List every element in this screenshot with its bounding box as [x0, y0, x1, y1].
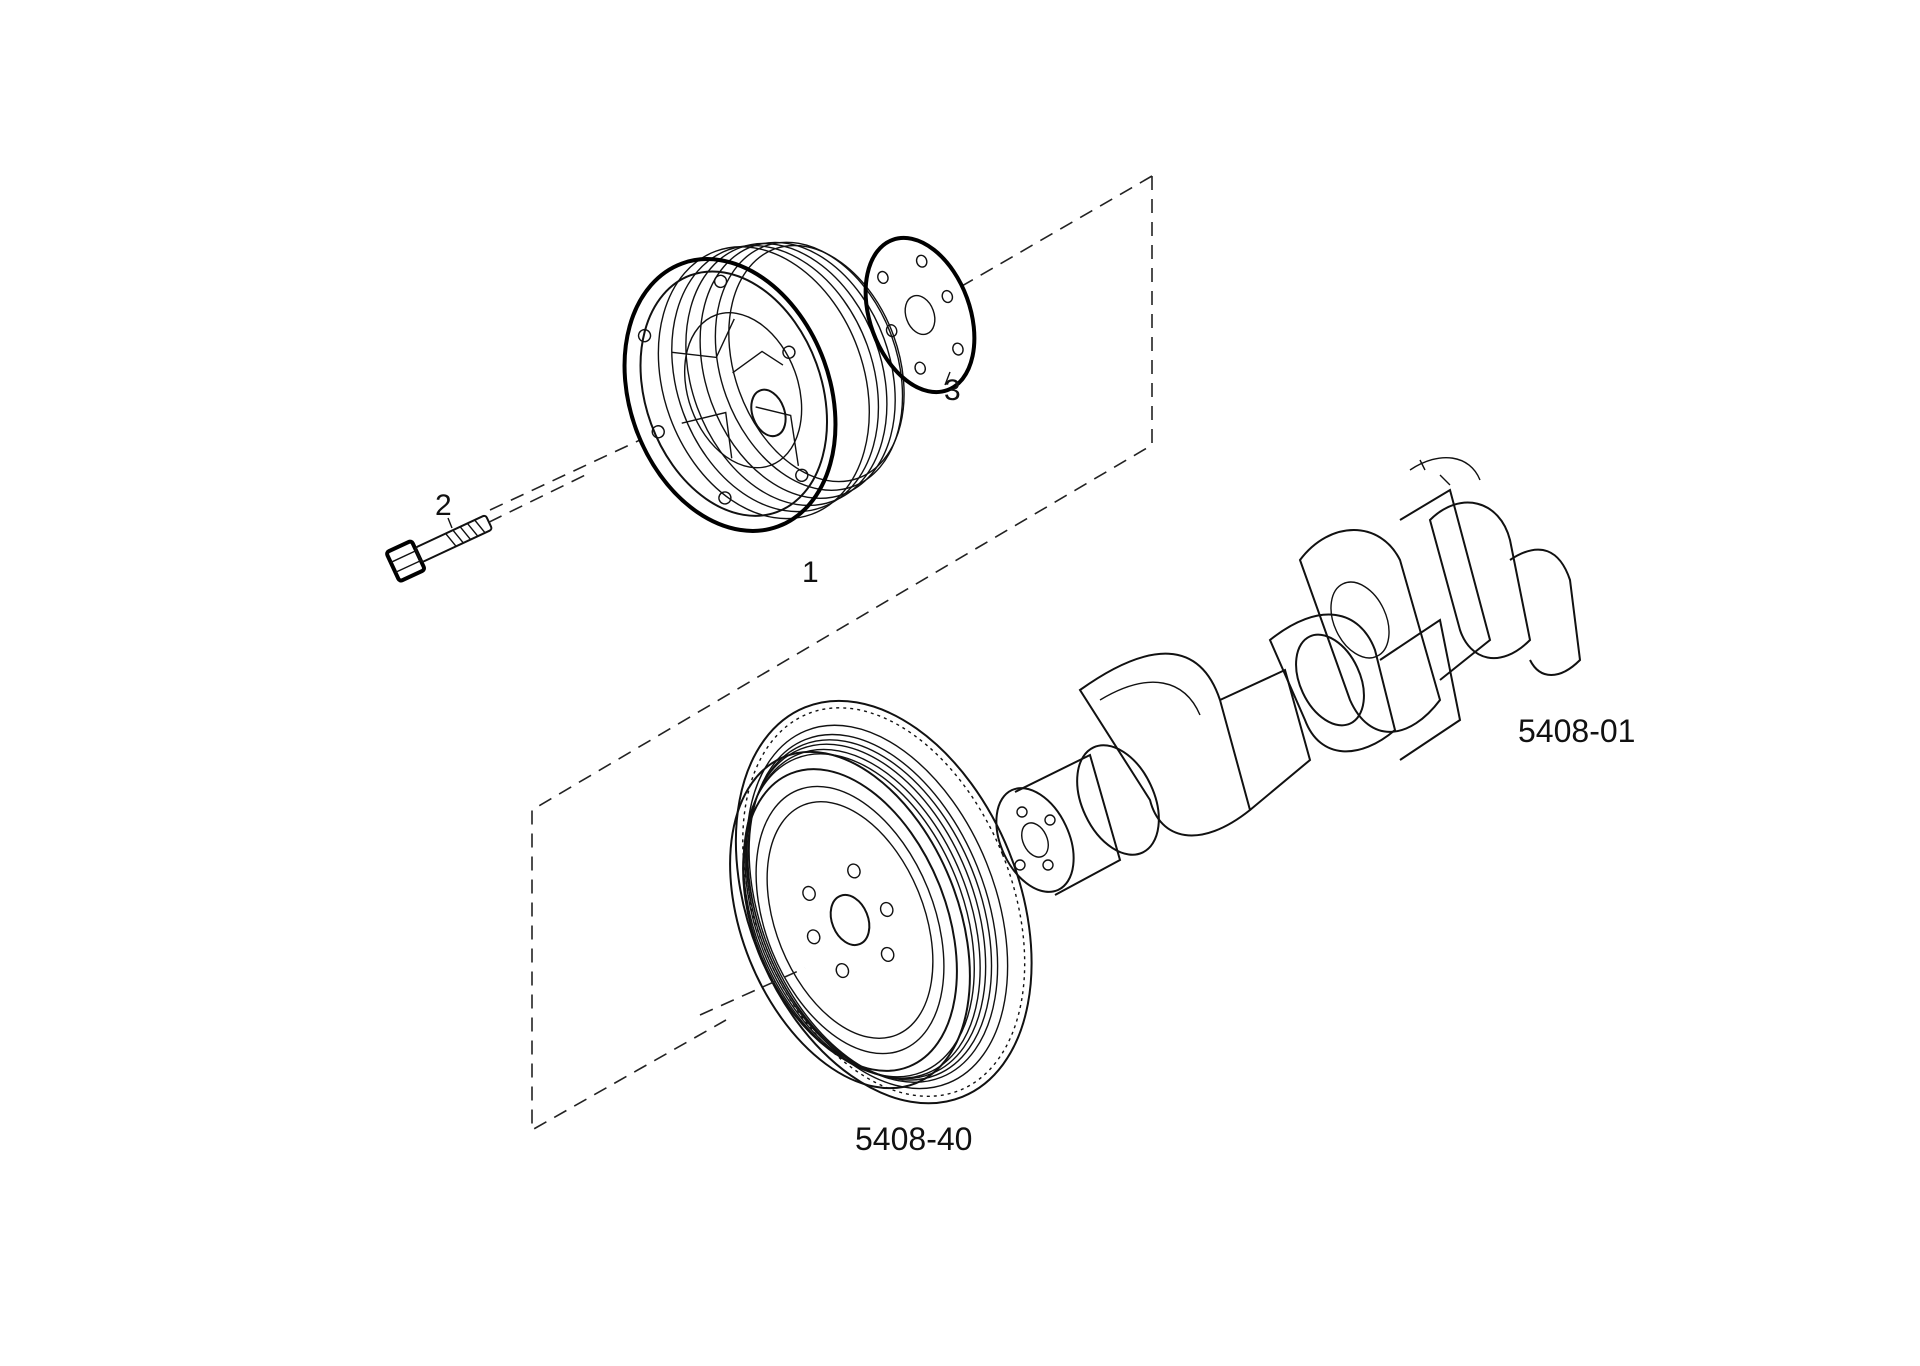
- callout-washer: 3: [944, 374, 961, 407]
- belt-pulley: [622, 241, 905, 533]
- damper-axis-line: [699, 967, 806, 1016]
- leader-bolt: [447, 517, 453, 529]
- hex-bolt: [385, 474, 585, 583]
- leader-washer: [944, 371, 951, 386]
- callout-pulley: 1: [802, 556, 819, 589]
- washer-shim: [863, 235, 977, 395]
- crankshaft: [995, 456, 1582, 896]
- reference-crankshaft: 5408-01: [1518, 713, 1635, 749]
- reference-damper: 5408-40: [855, 1121, 972, 1157]
- vibration-damper: [729, 699, 1033, 1105]
- callout-bolt: 2: [435, 489, 452, 522]
- assembly-dashed-outline: [489, 175, 1153, 1132]
